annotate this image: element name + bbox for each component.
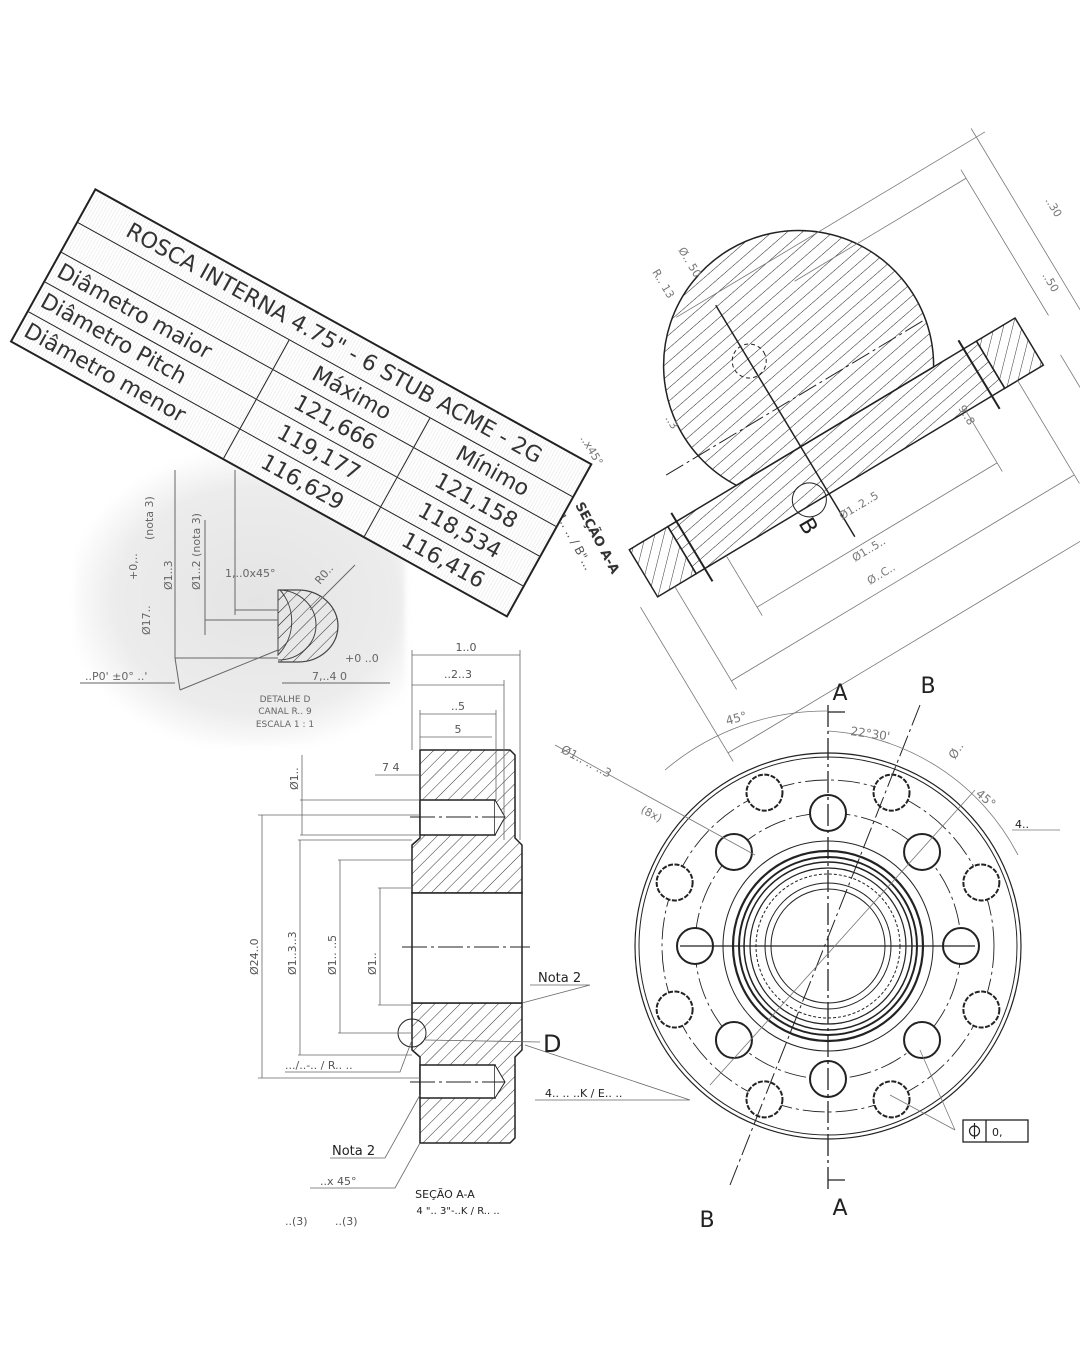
dim: +0,..	[127, 553, 140, 580]
dim: 7,..4 0	[312, 670, 347, 683]
section-label-a-top: A	[832, 681, 847, 706]
dim: Ø24..0	[248, 938, 261, 975]
dim: ..3	[662, 413, 680, 432]
dim: (nota 3)	[143, 496, 156, 540]
dim: ..30	[1042, 195, 1064, 220]
dim: Ø.. 50	[675, 245, 703, 280]
bolt-hole	[903, 1021, 942, 1060]
detail-d-title: DETALHE D	[260, 695, 311, 705]
dim: 7 4	[382, 761, 400, 774]
dim: ..P0' ±0° ..'	[85, 670, 147, 683]
front-view	[554, 704, 1060, 1190]
detail-d-canal: CANAL R.. 9	[258, 707, 312, 717]
bolt-hole	[655, 863, 694, 902]
section-mid-title: SEÇÃO A-A	[415, 1188, 475, 1201]
bolt-hole	[872, 1080, 911, 1119]
dim: Ø1.. ..5	[326, 935, 339, 975]
hole-callout: Ø1.. .. ..3	[559, 742, 614, 780]
bolt-hole	[903, 832, 942, 871]
callout-nota-2-right: Nota 2	[538, 971, 581, 986]
dim: 1..0	[456, 641, 477, 654]
side-note: 4..	[1015, 818, 1029, 831]
dim: Ø1..3..3	[286, 931, 299, 975]
position-tolerance-value: 0,	[992, 1126, 1003, 1139]
dim: Ø17..	[140, 605, 153, 635]
dim: R.. 13	[649, 267, 676, 301]
dim: Ø1..2 (nota 3)	[190, 513, 203, 590]
angle-left: 45°	[724, 709, 748, 728]
dim: 5	[455, 723, 462, 736]
section-mid-subtitle: 4 ".. 3"-..K / R.. ..	[416, 1206, 499, 1217]
dim: Ø1..	[288, 767, 301, 790]
section-mid-view	[258, 650, 691, 1189]
bolt-hole	[962, 990, 1001, 1029]
section-lobe	[662, 229, 935, 487]
dim: ..2..3	[444, 668, 472, 681]
section-label-a-bottom: A	[832, 1196, 847, 1221]
dim: Ø1..3	[162, 560, 175, 590]
angle-right: 45°	[973, 787, 998, 811]
section-top-label-b: B	[793, 514, 822, 540]
bolt-circle-dim: Ø..	[946, 740, 967, 762]
bolt-hole	[745, 773, 784, 812]
position-tolerance-frame	[962, 1119, 1029, 1143]
detail-d	[80, 470, 390, 691]
callout-detail-d: D	[543, 1030, 561, 1058]
dim: ..x 45°	[320, 1175, 357, 1188]
angle-mid: 22°30'	[850, 724, 891, 743]
section-mid-text: 1..0 ..2..3 ..5 5 7 4 Ø1.. Ø24..0 Ø1..3.…	[248, 641, 622, 1228]
bolt-hole	[655, 990, 694, 1029]
dim: ..5	[451, 700, 465, 713]
bolt-hole	[872, 773, 911, 812]
dim: ..(3)	[285, 1215, 308, 1228]
detail-d-scale: ESCALA 1 : 1	[256, 720, 314, 730]
bolt-hole	[962, 863, 1001, 902]
section-label-b-bottom: B	[699, 1208, 714, 1233]
dim: +0 ..0	[345, 652, 379, 665]
bolt-hole	[714, 1021, 753, 1060]
section-label-b-top: B	[920, 674, 935, 699]
detail-d-text: Ø17.. +0,.. (nota 3) Ø1..3 Ø1..2 (nota 3…	[85, 496, 379, 730]
dim: 1,..0x45°	[225, 567, 276, 580]
hole-count: (8x)	[639, 803, 665, 825]
callout-thread-right: 4.. .. ..K / E.. ..	[545, 1087, 622, 1100]
dim: Ø1..2..5	[837, 489, 881, 523]
dim: Ø1..	[366, 952, 379, 975]
section-top-view	[628, 128, 1080, 762]
dim: ..(3)	[335, 1215, 358, 1228]
callout-nota-2-left: Nota 2	[332, 1144, 375, 1159]
callout-thread-left: .../..-.. / R.. ..	[285, 1059, 353, 1072]
bolt-hole	[714, 832, 753, 871]
dim: Ø1..5..	[850, 535, 888, 565]
bolt-hole	[745, 1080, 784, 1119]
dim: R0..	[312, 562, 336, 587]
